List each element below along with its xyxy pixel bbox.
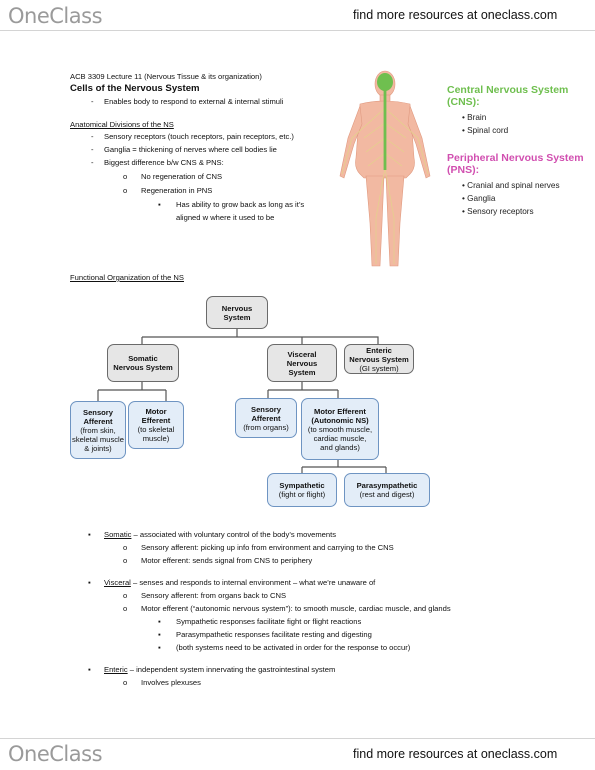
visceral-subsub: (both systems need to be activated in or… xyxy=(176,643,411,652)
enteric-sub: Involves plexuses xyxy=(141,678,201,687)
somatic-note: Somatic – associated with voluntary cont… xyxy=(104,530,337,539)
oneclass-logo: OneClass xyxy=(8,4,103,28)
visceral-term: Visceral xyxy=(104,578,131,587)
cns-item-spinal-cord: • Spinal cord xyxy=(462,126,509,135)
enteric-term: Enteric xyxy=(104,665,128,674)
bullet-circle: o xyxy=(123,604,128,613)
somatic-sub: Motor efferent: sends signal from CNS to… xyxy=(141,556,313,565)
bullet-square: ▪ xyxy=(88,578,91,587)
enteric-note: Enteric – independent system innervating… xyxy=(104,665,336,674)
pns-item-nerves: • Cranial and spinal nerves xyxy=(462,181,560,190)
visceral-subsub: Sympathetic responses facilitate fight o… xyxy=(176,617,362,626)
cns-title: Central Nervous System (CNS): xyxy=(447,84,569,108)
sensory-afferent-somatic-box: Sensory Afferent (from skin, skeletal mu… xyxy=(70,401,126,459)
bullet-circle: o xyxy=(123,172,128,181)
intro-bullet: Enables body to respond to external & in… xyxy=(104,97,284,106)
bullet-dash: - xyxy=(91,132,94,141)
bullet-circle: o xyxy=(123,543,128,552)
pns-item-receptors: • Sensory receptors xyxy=(462,207,534,216)
nervous-system-box: Nervous System xyxy=(206,296,268,329)
logo-text: OneClass xyxy=(8,742,103,766)
visceral-box: Visceral Nervous System xyxy=(267,344,337,382)
functional-heading: Functional Organization of the NS xyxy=(70,273,184,282)
footer-divider xyxy=(0,738,595,739)
anat-subsub-cont: aligned w where it used to be xyxy=(176,213,275,222)
anat-item: Ganglia = thickening of nerves where cel… xyxy=(104,145,277,154)
enteric-box: Enteric Nervous System (GI system) xyxy=(344,344,414,374)
anat-item: Biggest difference b/w CNS & PNS: xyxy=(104,158,224,167)
bullet-square: ▪ xyxy=(88,665,91,674)
find-more-link-footer[interactable]: find more resources at oneclass.com xyxy=(353,747,558,761)
pns-item-ganglia: • Ganglia xyxy=(462,194,496,203)
bullet-dash: - xyxy=(91,145,94,154)
cns-highlight xyxy=(377,73,393,170)
sensory-afferent-visceral-box: Sensory Afferent (from organs) xyxy=(235,398,297,438)
body-illustration xyxy=(339,70,431,267)
anat-sub: Regeneration in PNS xyxy=(141,186,213,195)
bullet-circle: o xyxy=(123,556,128,565)
logo-text: OneClass xyxy=(8,4,103,28)
find-more-link[interactable]: find more resources at oneclass.com xyxy=(353,8,558,22)
parasympathetic-box: Parasympathetic (rest and digest) xyxy=(344,473,430,507)
anat-subsub: Has ability to grow back as long as it’s xyxy=(176,200,305,209)
bullet-circle: o xyxy=(123,186,128,195)
somatic-term: Somatic xyxy=(104,530,132,539)
bullet-dash: - xyxy=(91,158,94,167)
somatic-sub: Sensory afferent: picking up info from e… xyxy=(141,543,394,552)
anat-item: Sensory receptors (touch receptors, pain… xyxy=(104,132,294,141)
bullet-square: ▪ xyxy=(158,617,161,626)
sympathetic-box: Sympathetic (fight or flight) xyxy=(267,473,337,507)
header-divider xyxy=(0,30,595,31)
page-title: Cells of the Nervous System xyxy=(70,83,200,94)
bullet-square: ▪ xyxy=(158,200,161,209)
bullet-square: ▪ xyxy=(158,630,161,639)
bullet-circle: o xyxy=(123,591,128,600)
somatic-box: Somatic Nervous System xyxy=(107,344,179,382)
anat-sub: No regeneration of CNS xyxy=(141,172,223,181)
bullet-dash: - xyxy=(91,97,94,106)
visceral-subsub: Parasympathetic responses facilitate res… xyxy=(176,630,372,639)
oneclass-logo-footer: OneClass xyxy=(8,742,103,766)
course-line: ACB 3309 Lecture 11 (Nervous Tissue & it… xyxy=(70,72,262,81)
motor-efferent-somatic-box: Motor Efferent (to skeletal muscle) xyxy=(128,401,184,449)
bullet-square: ▪ xyxy=(88,530,91,539)
visceral-note: Visceral – senses and responds to intern… xyxy=(104,578,376,587)
anatomical-heading: Anatomical Divisions of the NS xyxy=(70,120,174,129)
bullet-square: ▪ xyxy=(158,643,161,652)
visceral-sub: Sensory afferent: from organs back to CN… xyxy=(141,591,287,600)
motor-efferent-autonomic-box: Motor Efferent (Autonomic NS) (to smooth… xyxy=(301,398,379,460)
bullet-circle: o xyxy=(123,678,128,687)
visceral-sub: Motor efferent (“autonomic nervous syste… xyxy=(141,604,451,613)
cns-item-brain: • Brain xyxy=(462,113,487,122)
pns-title: Peripheral Nervous System (PNS): xyxy=(447,152,584,176)
